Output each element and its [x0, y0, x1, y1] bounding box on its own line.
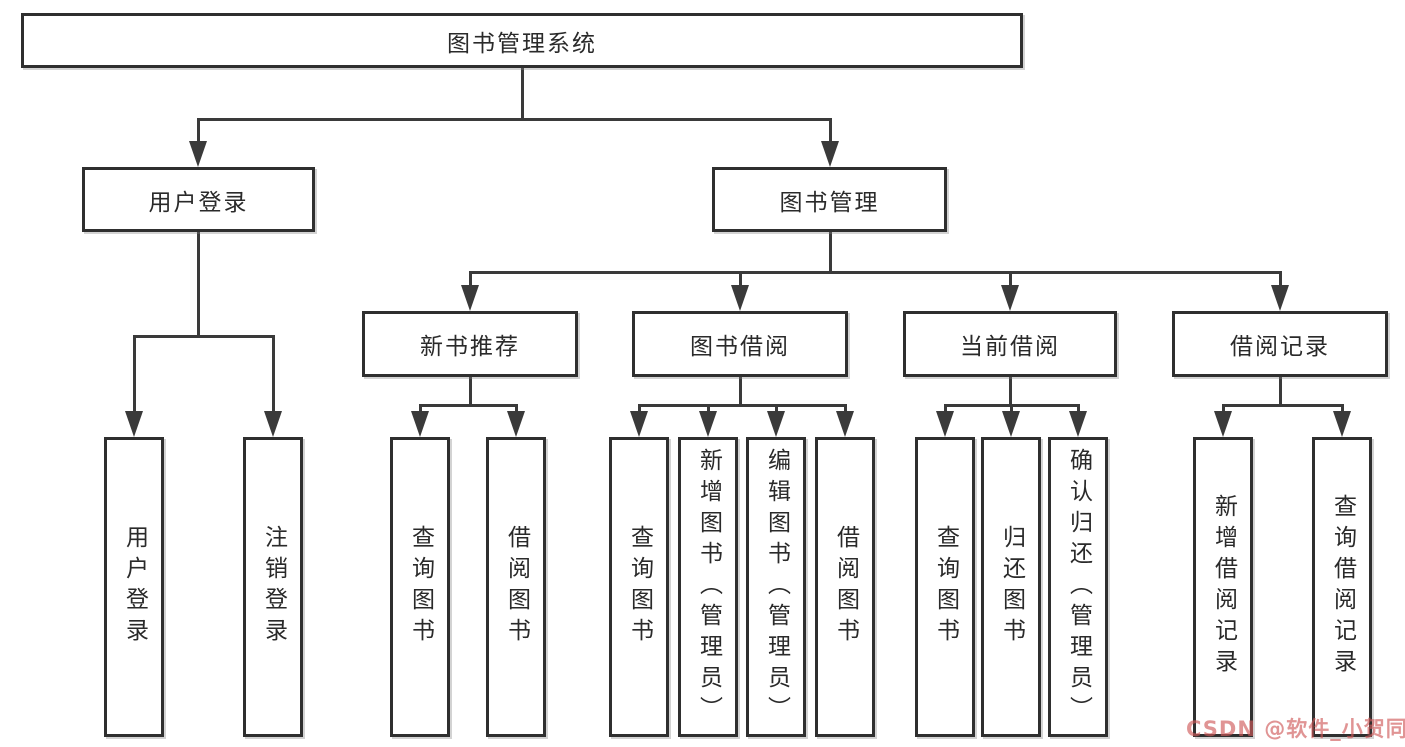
node-label: 借阅图书 — [503, 525, 530, 649]
leaf-add-books-admin: 新增图书（管理员） — [678, 437, 738, 737]
node-label: 图书管理 — [779, 189, 880, 216]
node-current-borrowing: 当前借阅 — [903, 311, 1117, 377]
arrow-down-icon — [461, 285, 479, 311]
node-book-borrowing: 图书借阅 — [632, 311, 848, 377]
leaf-add-borrow-record: 新增借阅记录 — [1193, 437, 1253, 737]
watermark: CSDN @软件_小贺同学 — [1186, 717, 1405, 741]
arrow-down-icon — [836, 411, 854, 437]
arrow-down-icon — [189, 141, 207, 167]
connector-line — [271, 336, 275, 417]
connector-line — [132, 334, 275, 338]
leaf-query-books-recommend: 查询图书 — [390, 437, 450, 737]
connector-line — [828, 119, 832, 147]
connector-line — [196, 117, 832, 121]
leaf-edit-books-admin: 编辑图书（管理员） — [746, 437, 806, 737]
connector-line — [828, 232, 832, 272]
arrow-down-icon — [731, 285, 749, 311]
arrow-down-icon — [936, 411, 954, 437]
leaf-borrow-books-borrowing: 借阅图书 — [815, 437, 875, 737]
node-label: 图书借阅 — [690, 334, 790, 360]
connector-line — [468, 270, 1282, 274]
arrow-down-icon — [507, 411, 525, 437]
arrow-down-icon — [1333, 411, 1351, 437]
leaf-query-borrow-record: 查询借阅记录 — [1312, 437, 1372, 737]
node-user-login: 用户登录 — [82, 167, 315, 232]
node-label: 新增图书（管理员） — [695, 447, 722, 727]
leaf-logout: 注销登录 — [243, 437, 303, 737]
arrow-down-icon — [125, 411, 143, 437]
leaf-borrow-books-recommend: 借阅图书 — [486, 437, 546, 737]
arrow-down-icon — [1001, 285, 1019, 311]
node-label: 新书推荐 — [420, 334, 520, 360]
arrow-down-icon — [411, 411, 429, 437]
node-label: 查询借阅记录 — [1329, 494, 1356, 680]
arrow-down-icon — [1214, 411, 1232, 437]
node-label: 确认归还（管理员） — [1065, 447, 1092, 727]
connector-line — [418, 403, 518, 407]
arrow-down-icon — [767, 411, 785, 437]
connector-line — [1008, 272, 1012, 291]
node-label: 图书管理系统 — [447, 30, 597, 57]
leaf-confirm-return-admin: 确认归还（管理员） — [1048, 437, 1108, 737]
node-label: 用户登录 — [148, 189, 249, 216]
arrow-down-icon — [264, 411, 282, 437]
connector-line — [468, 377, 472, 405]
connector-line — [637, 403, 847, 407]
node-label: 当前借阅 — [960, 334, 1060, 360]
node-book-management-system: 图书管理系统 — [21, 13, 1023, 68]
node-label: 归还图书 — [998, 525, 1025, 649]
node-label: 查询图书 — [407, 525, 434, 649]
arrow-down-icon — [630, 411, 648, 437]
arrow-down-icon — [699, 411, 717, 437]
leaf-query-books-borrowing: 查询图书 — [609, 437, 669, 737]
node-label: 用户登录 — [121, 525, 148, 649]
leaf-user-login: 用户登录 — [104, 437, 164, 737]
node-label: 查询图书 — [626, 525, 653, 649]
connector-line — [1221, 403, 1344, 407]
node-label: 注销登录 — [260, 525, 287, 649]
node-label: 借阅记录 — [1230, 334, 1330, 360]
connector-line — [738, 272, 742, 291]
connector-line — [196, 119, 200, 147]
node-label: 新增借阅记录 — [1210, 494, 1237, 680]
node-label: 借阅图书 — [832, 525, 859, 649]
leaf-query-books-current: 查询图书 — [915, 437, 975, 737]
connector-line — [196, 232, 200, 336]
connector-line — [1278, 377, 1282, 405]
connector-line — [1278, 272, 1282, 291]
node-borrow-records: 借阅记录 — [1172, 311, 1388, 377]
connector-line — [520, 68, 524, 119]
arrow-down-icon — [1002, 411, 1020, 437]
leaf-return-books: 归还图书 — [981, 437, 1041, 737]
node-book-management: 图书管理 — [712, 167, 947, 232]
connector-line — [1008, 377, 1012, 405]
connector-line — [132, 336, 136, 417]
arrow-down-icon — [821, 141, 839, 167]
arrow-down-icon — [1069, 411, 1087, 437]
node-new-book-recommend: 新书推荐 — [362, 311, 578, 377]
node-label: 编辑图书（管理员） — [763, 447, 790, 727]
node-label: 查询图书 — [932, 525, 959, 649]
connector-line — [468, 272, 472, 291]
connector-line — [738, 377, 742, 405]
arrow-down-icon — [1271, 285, 1289, 311]
